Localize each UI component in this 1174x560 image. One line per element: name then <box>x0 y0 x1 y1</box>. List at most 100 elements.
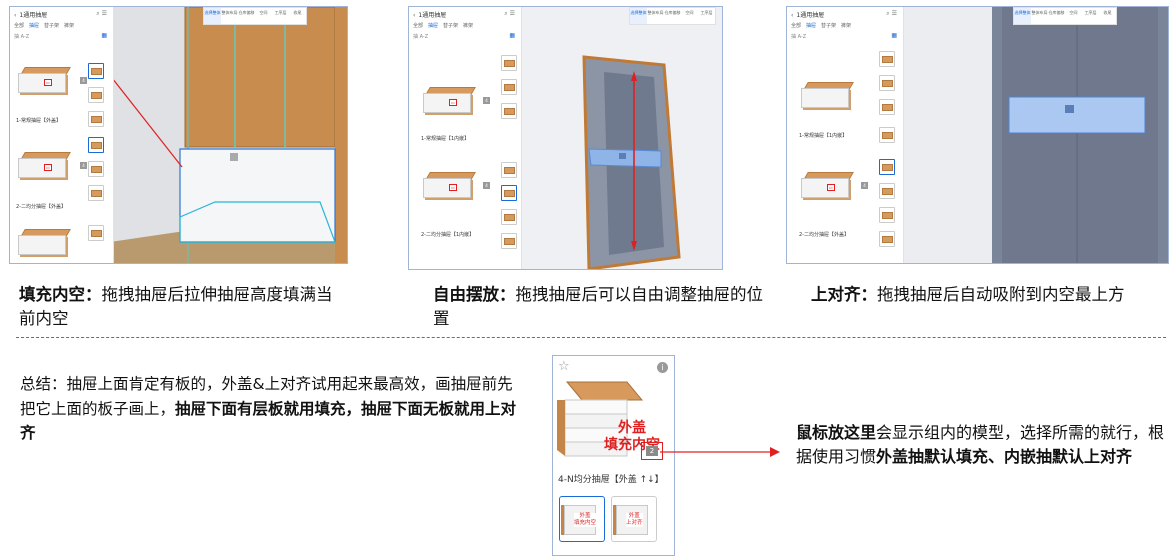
tool-space[interactable]: 空间 <box>1069 10 1078 15</box>
variant-top-align-button[interactable]: 外盖上对齐 <box>611 496 657 542</box>
view-toggle-icon[interactable]: ▦ <box>891 32 897 39</box>
tool-process[interactable]: 工序层 <box>274 10 287 15</box>
tool-finish[interactable]: 收尾 <box>293 10 302 15</box>
variant-thumb[interactable] <box>501 209 517 225</box>
variant-thumb[interactable] <box>879 51 895 67</box>
star-icon[interactable]: ☆ <box>558 359 570 374</box>
panel-menu-icons[interactable]: ⌕☰ <box>504 10 517 17</box>
tool-select[interactable]: 选择整体 <box>630 8 647 24</box>
back-icon[interactable]: ‹ <box>14 12 17 19</box>
sort-bar: 抽 A-Z ▦ <box>409 29 521 40</box>
drawer-model-2[interactable]: ▭4 <box>423 172 490 200</box>
drawer-model-2[interactable]: ▭4 <box>801 172 868 200</box>
variant-fill-button[interactable]: 外盖填充内空 <box>559 496 605 542</box>
variant-thumb[interactable] <box>879 99 895 115</box>
info-icon[interactable]: i <box>657 362 668 373</box>
tab-rack[interactable]: 裤架 <box>64 23 75 29</box>
variant-thumb[interactable] <box>501 233 517 249</box>
summary-text: 总结：抽屉上面肯定有板的，外盖&上对齐试用起来最高效，画抽屉前先把它上面的板子画… <box>20 372 525 446</box>
tab-drawer[interactable]: 抽屉 <box>806 23 817 29</box>
drawer-name: 1-常规抽屉【1内嵌】 <box>421 136 470 142</box>
variant-thumb[interactable] <box>501 79 517 95</box>
drawer-model-3[interactable] <box>18 229 71 257</box>
variant-thumb[interactable] <box>88 161 104 177</box>
tab-drawer[interactable]: 抽屉 <box>428 23 439 29</box>
variant-thumb[interactable] <box>88 185 104 201</box>
variant-line-1: 外盖 <box>579 513 591 519</box>
panel-tabs: 全部抽屉替子架裤架 <box>787 22 903 29</box>
caption-text: 拖拽抽屉后可以自由调整抽屉的位置 <box>433 285 763 328</box>
tab-drawer[interactable]: 抽屉 <box>29 23 40 29</box>
panel-header: ‹1通用抽屉⌕☰ <box>787 7 903 22</box>
drawer-model-1[interactable] <box>801 82 854 110</box>
tool-process[interactable]: 工序层 <box>1084 10 1097 15</box>
variant-thumb[interactable] <box>879 75 895 91</box>
variant-thumb[interactable] <box>88 87 104 103</box>
view-toggle-icon[interactable]: ▦ <box>509 32 515 39</box>
card-model-name: 4-N均分抽屉【外盖 ↑↓】 <box>558 475 664 485</box>
variant-thumb[interactable] <box>879 127 895 143</box>
group-count-badge[interactable]: 2 <box>641 442 663 460</box>
tool-select[interactable]: 选择整体 <box>1014 8 1031 24</box>
drawer-tag: ▭ <box>44 79 52 86</box>
caption-fill: 填充内空：拖拽抽屉后拉伸抽屉高度填满当前内空 <box>19 283 334 331</box>
variant-thumb[interactable] <box>88 225 104 241</box>
variant-thumb[interactable] <box>501 55 517 71</box>
tool-layout[interactable]: 整体布局 <box>647 10 664 15</box>
variant-thumb[interactable] <box>501 185 517 201</box>
variant-thumb[interactable] <box>879 231 895 247</box>
back-icon[interactable]: ‹ <box>791 12 794 19</box>
tool-space[interactable]: 空间 <box>685 10 694 15</box>
screenshot-top-align: ‹1通用抽屉⌕☰ 全部抽屉替子架裤架 抽 A-Z▦ 1-常规抽屉【1内嵌】 ▭4… <box>786 6 1169 264</box>
panel-tabs: 全部抽屉替子架裤架 <box>409 22 521 29</box>
tab-shelf[interactable]: 替子架 <box>821 23 837 29</box>
variant-line-2: 上对齐 <box>626 520 643 526</box>
variant-thumb[interactable] <box>88 63 104 79</box>
model-panel-1: ‹1通用抽屉⌕☰ 全部抽屉替子架裤架 抽 A-Z▦ ▭4 1-常规抽屉【外盖】 … <box>10 7 114 263</box>
variant-thumb[interactable] <box>88 111 104 127</box>
group-count[interactable]: 4 <box>80 162 87 169</box>
tab-rack[interactable]: 裤架 <box>841 23 852 29</box>
tool-space[interactable]: 空间 <box>259 10 268 15</box>
variant-line-2: 填充内空 <box>574 520 597 526</box>
panel-menu-icons[interactable]: ⌕☰ <box>96 10 109 17</box>
variant-thumb[interactable] <box>879 159 895 175</box>
note-text: 会显示组内的模型，选择所需的就行，根据使用习惯 <box>796 423 1165 466</box>
drawer-model-2[interactable]: ▭4 <box>18 152 87 180</box>
sort-label[interactable]: 抽 A-Z <box>14 34 30 40</box>
variant-thumb[interactable] <box>501 103 517 119</box>
variant-thumb[interactable] <box>879 183 895 199</box>
variant-thumb[interactable] <box>501 162 517 178</box>
sort-label[interactable]: 抽 A-Z <box>413 34 429 40</box>
tool-offset[interactable]: 仓库偏移 <box>238 10 255 15</box>
caption-title: 上对齐： <box>811 285 877 304</box>
group-count[interactable]: 4 <box>80 77 87 84</box>
panel-header: ‹1通用抽屉⌕☰ <box>409 7 521 22</box>
tool-offset[interactable]: 仓库偏移 <box>1048 10 1065 15</box>
tool-offset[interactable]: 仓库偏移 <box>664 10 681 15</box>
view-toggle-icon[interactable]: ▦ <box>101 32 107 39</box>
tool-process[interactable]: 工序层 <box>700 10 713 15</box>
variant-label: 外盖填充内空 <box>574 513 597 527</box>
drawer-model-1[interactable]: ▭4 <box>423 87 490 115</box>
panel-title: 1通用抽屉 <box>19 12 48 19</box>
tab-shelf[interactable]: 替子架 <box>443 23 459 29</box>
variant-thumb[interactable] <box>879 207 895 223</box>
tab-all[interactable]: 全部 <box>791 23 802 29</box>
sort-label[interactable]: 抽 A-Z <box>791 34 807 40</box>
tab-all[interactable]: 全部 <box>413 23 424 29</box>
group-count[interactable]: 4 <box>483 97 490 104</box>
back-icon[interactable]: ‹ <box>413 12 416 19</box>
tab-all[interactable]: 全部 <box>14 23 25 29</box>
tab-shelf[interactable]: 替子架 <box>44 23 60 29</box>
tool-finish[interactable]: 收尾 <box>1103 10 1112 15</box>
group-count[interactable]: 4 <box>483 182 490 189</box>
group-count[interactable]: 4 <box>861 182 868 189</box>
tool-layout[interactable]: 整体布局 <box>1031 10 1048 15</box>
drawer-model-1[interactable]: ▭4 <box>18 67 87 95</box>
panel-menu-icons[interactable]: ⌕☰ <box>886 10 899 17</box>
tab-rack[interactable]: 裤架 <box>463 23 474 29</box>
tool-select[interactable]: 选择整体 <box>204 8 221 24</box>
tool-layout[interactable]: 整体布局 <box>221 10 238 15</box>
variant-thumb[interactable] <box>88 137 104 153</box>
